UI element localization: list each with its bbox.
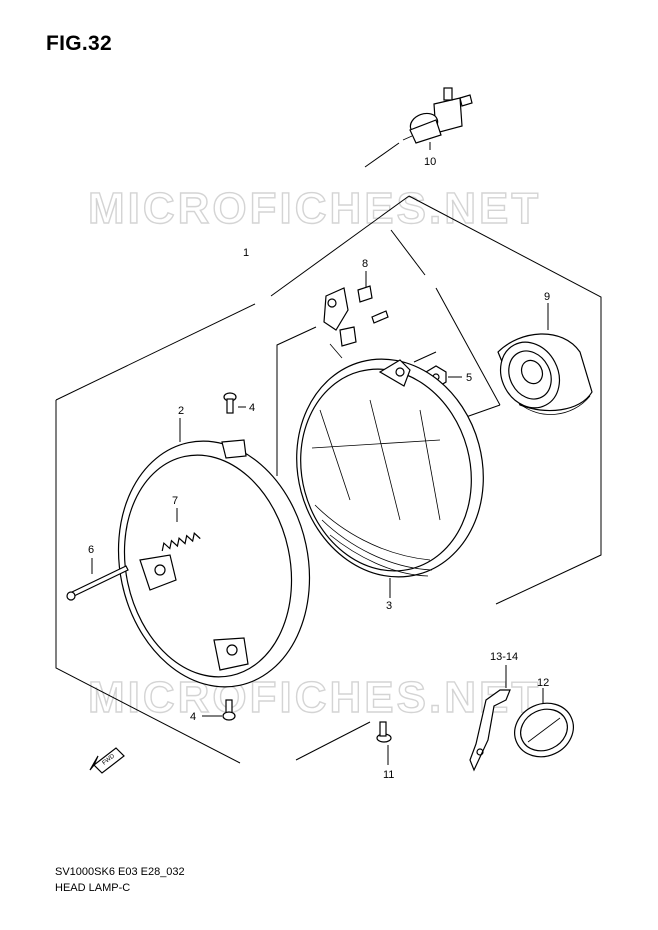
screw-part-6: [66, 558, 129, 601]
figure-title: FIG.32: [46, 32, 112, 55]
screw-part-4-top: [223, 392, 246, 414]
callout-5: 5: [466, 372, 472, 384]
watermark-bottom: MICROFICHES.NET: [88, 673, 541, 722]
bracket-part-13-14: [469, 665, 511, 772]
callout-4-top: 4: [249, 402, 255, 414]
callout-11: 11: [383, 769, 394, 781]
headlight-unit-part-3: [296, 358, 484, 598]
watermark-top: MICROFICHES.NET: [88, 184, 541, 233]
callout-10: 10: [424, 156, 436, 168]
callout-3: 3: [386, 600, 392, 612]
figure-name: HEAD LAMP-C: [55, 882, 131, 894]
socket-cover-part-9: [497, 303, 593, 415]
callout-4-bottom: 4: [190, 711, 196, 723]
callout-6: 6: [88, 544, 94, 556]
spring-part-7: [161, 508, 201, 552]
callout-2: 2: [178, 405, 184, 417]
callout-13-14: 13-14: [490, 651, 518, 663]
figure-code: SV1000SK6 E03 E28_032: [55, 866, 185, 878]
direction-marker: FWD: [89, 747, 125, 774]
assembly-boundary: [55, 142, 602, 764]
callout-8: 8: [362, 258, 368, 270]
callout-12: 12: [537, 677, 549, 689]
callout-9: 9: [544, 291, 550, 303]
bulb-part-10: [402, 87, 473, 150]
rim-part-2: [117, 418, 311, 688]
bracket-part-8: [323, 271, 389, 359]
screw-part-4-bottom: [202, 699, 236, 721]
callout-7: 7: [172, 495, 178, 507]
screw-part-11: [376, 721, 392, 765]
emblem-part-12: [514, 688, 574, 758]
callout-1: 1: [243, 247, 249, 259]
